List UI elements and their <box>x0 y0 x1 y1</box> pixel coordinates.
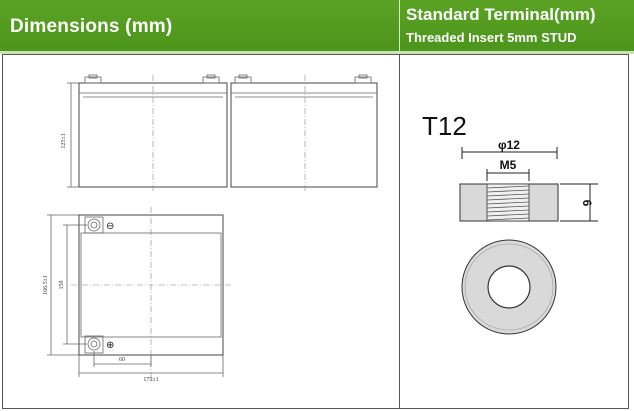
inner-height-dimension: 150 <box>59 224 87 345</box>
dimensions-title: Dimensions (mm) <box>10 16 173 37</box>
terminal-spacing-dimension: 60 <box>93 351 152 367</box>
width-dimension: 175±1 <box>78 355 224 383</box>
diameter-dimension: φ12 <box>461 138 558 159</box>
width-dim-label: 175±1 <box>143 377 158 383</box>
side-view-right <box>230 74 378 191</box>
content-area: 125±1 ⊖ ⊕ <box>0 54 634 411</box>
height-dimension: 125±1 <box>61 82 79 188</box>
terminal-height-dimension: 6 <box>560 183 598 222</box>
outer-height-dim-label: 166.5±1 <box>43 275 49 295</box>
terminal-side-view <box>459 183 559 222</box>
outer-height-dimension: 166.5±1 <box>43 214 79 356</box>
terminal-header: Standard Terminal(mm) Threaded Insert 5m… <box>400 0 634 51</box>
top-view: ⊖ ⊕ <box>71 207 231 381</box>
terminal-spacing-dim-label: 60 <box>119 357 125 363</box>
negative-terminal: ⊖ <box>84 216 114 234</box>
side-view-left <box>78 74 228 191</box>
negative-symbol: ⊖ <box>106 221 114 232</box>
dimensions-header: Dimensions (mm) <box>0 0 400 51</box>
terminal-top-view <box>461 239 557 335</box>
terminal-drawing: T12 φ12 M5 <box>422 111 598 335</box>
terminal-height-label: 6 <box>580 200 594 207</box>
header-divider-strip <box>0 51 634 54</box>
dimensions-panel: 125±1 ⊖ ⊕ <box>2 54 400 409</box>
positive-terminal: ⊕ <box>84 335 114 354</box>
thread-dimension: M5 <box>486 158 530 181</box>
inner-height-dim-label: 150 <box>59 281 65 290</box>
battery-dimension-drawing: 125±1 ⊖ ⊕ <box>43 74 378 383</box>
diameter-label: φ12 <box>498 138 520 152</box>
terminal-title: Standard Terminal(mm) <box>406 5 596 24</box>
terminal-panel: T12 φ12 M5 <box>399 54 629 409</box>
terminal-subtitle: Threaded Insert 5mm STUD <box>406 30 577 45</box>
height-dim-label: 125±1 <box>61 133 67 148</box>
thread-label: M5 <box>500 158 517 172</box>
positive-symbol: ⊕ <box>106 340 114 351</box>
terminal-type-label: T12 <box>422 111 467 141</box>
